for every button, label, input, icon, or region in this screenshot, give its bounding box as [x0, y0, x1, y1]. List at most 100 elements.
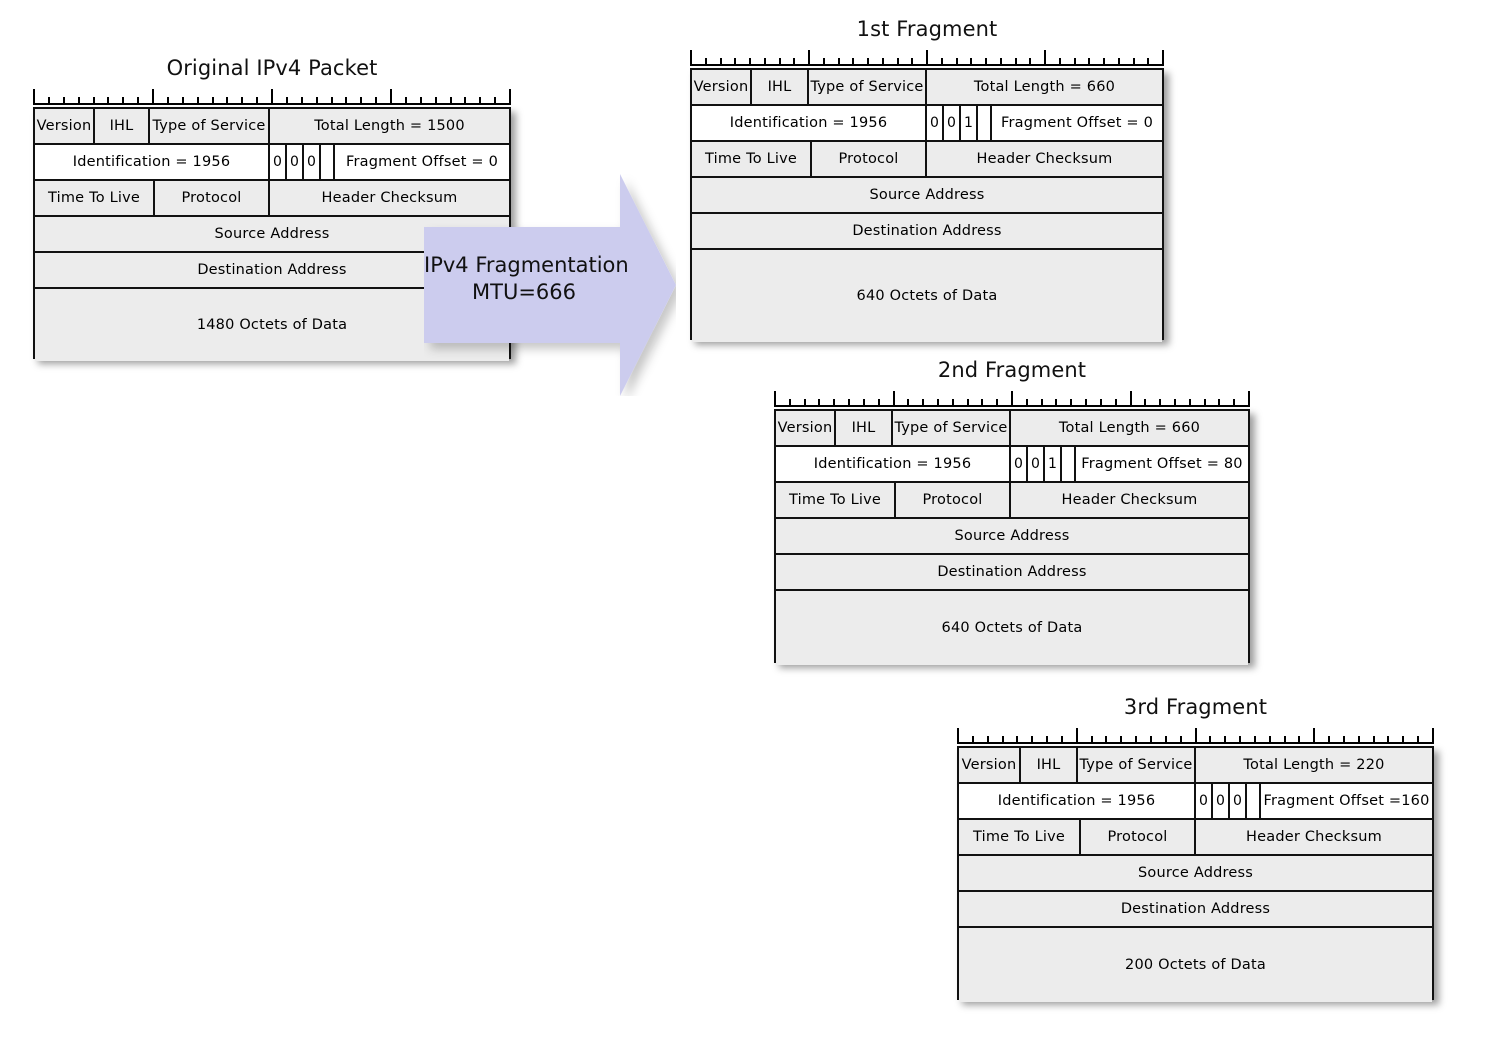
ruler-tick: [1016, 736, 1018, 744]
ruler-tick: [122, 97, 124, 105]
field-total-length: Total Length = 660: [973, 79, 1116, 95]
arrow-right-icon: [424, 174, 676, 396]
ruler-tick: [1218, 399, 1220, 407]
ruler-tick: [1284, 736, 1286, 744]
ruler-tick: [823, 58, 825, 66]
ruler-tick: [833, 399, 835, 407]
ruler-tick-major: [390, 89, 392, 105]
ruler-tick: [435, 97, 437, 105]
flag-spacer: [1062, 447, 1076, 481]
ruler-tick: [1002, 736, 1004, 744]
ruler-tick: [882, 58, 884, 66]
flag-reserved: 0: [270, 145, 287, 179]
ruler-tick: [848, 399, 850, 407]
field-source-address: Source Address: [214, 226, 330, 242]
ruler-tick: [1091, 736, 1093, 744]
ruler-tick: [764, 58, 766, 66]
table-row: Time To Live Protocol Header Checksum: [35, 181, 509, 217]
ruler-tick: [331, 97, 333, 105]
ruler-tick: [1147, 58, 1149, 66]
flag-more-fragments: 1: [1045, 447, 1062, 481]
field-destination-address: Destination Address: [852, 223, 1002, 239]
field-ihl: IHL: [752, 70, 809, 104]
flag-reserved: 0: [1196, 784, 1213, 818]
ruler-tick: [48, 97, 50, 105]
ruler-tick: [93, 97, 95, 105]
field-version: Version: [35, 109, 95, 143]
ruler-tick: [1180, 736, 1182, 744]
ruler-tick: [907, 399, 909, 407]
field-identification: Identification = 1956: [776, 447, 1011, 481]
ruler-tick: [1204, 399, 1206, 407]
ruler-tick: [1135, 736, 1137, 744]
table-row: Destination Address: [692, 214, 1162, 250]
ruler-tick-major: [1076, 728, 1078, 744]
field-source-address: Source Address: [954, 528, 1070, 544]
ruler-tick: [818, 399, 820, 407]
flag-more-fragments: 1: [961, 106, 978, 140]
ruler-tick: [1239, 736, 1241, 744]
ruler-tick: [78, 97, 80, 105]
ruler-tick: [1026, 399, 1028, 407]
table-row: Identification = 1956 0 0 1 Fragment Off…: [692, 106, 1162, 142]
table-row: Destination Address: [776, 555, 1248, 591]
ruler-tick: [182, 97, 184, 105]
table-row: Source Address: [959, 856, 1432, 892]
ruler-tick: [937, 399, 939, 407]
table-row: Source Address: [692, 178, 1162, 214]
ruler-tick-major: [1195, 728, 1197, 744]
ruler-tick: [464, 97, 466, 105]
bit-ruler: [957, 728, 1434, 744]
ruler-tick: [804, 399, 806, 407]
ruler-tick: [789, 399, 791, 407]
ruler-tick: [212, 97, 214, 105]
field-source-address: Source Address: [869, 187, 985, 203]
table-row: Destination Address: [959, 892, 1432, 928]
ruler-tick-major: [152, 89, 154, 105]
table-row: 640 Octets of Data: [692, 250, 1162, 342]
ruler-tick: [1417, 736, 1419, 744]
ruler-tick: [137, 97, 139, 105]
ruler-tick: [952, 399, 954, 407]
ruler-tick: [1387, 736, 1389, 744]
ruler-tick: [63, 97, 65, 105]
ruler-tick: [1029, 58, 1031, 66]
table-row: Source Address: [776, 519, 1248, 555]
ruler-tick: [981, 399, 983, 407]
field-fragment-offset: Fragment Offset =160: [1263, 793, 1430, 809]
arrow-label-line2: MTU=666: [472, 279, 576, 304]
field-fragment-offset: Fragment Offset = 0: [1000, 115, 1154, 131]
ruler-tick: [779, 58, 781, 66]
ruler-tick: [1209, 736, 1211, 744]
ruler-tick: [1254, 736, 1256, 744]
ruler-tick: [1059, 58, 1061, 66]
ruler-tick: [241, 97, 243, 105]
ruler-tick-major: [808, 50, 810, 66]
flag-dont-fragment: 0: [1028, 447, 1045, 481]
ruler-tick: [1085, 399, 1087, 407]
table-row: Time To Live Protocol Header Checksum: [776, 483, 1248, 519]
table-row: Identification = 1956 0 0 1 Fragment Off…: [776, 447, 1248, 483]
ruler-tick: [1165, 736, 1167, 744]
flag-reserved: 0: [927, 106, 944, 140]
ruler-tick: [878, 399, 880, 407]
ruler-tick: [1046, 736, 1048, 744]
page-title: Original IPv4 Packet: [166, 56, 378, 80]
ruler-tick: [1358, 736, 1360, 744]
ruler-tick: [256, 97, 258, 105]
table-row: Version IHL Type of Service Total Length…: [692, 70, 1162, 106]
ruler-tick: [167, 97, 169, 105]
ruler-tick: [838, 58, 840, 66]
ruler-tick: [1224, 736, 1226, 744]
flag-spacer: [978, 106, 992, 140]
ruler-tick-major: [893, 391, 895, 407]
ruler-tick: [1015, 58, 1017, 66]
field-time-to-live: Time To Live: [35, 181, 155, 215]
ruler-tick-major: [1313, 728, 1315, 744]
ruler-tick: [1120, 736, 1122, 744]
ruler-tick-major: [926, 50, 928, 66]
ruler-tick: [1070, 399, 1072, 407]
ruler-tick: [1041, 399, 1043, 407]
ruler-tick-major: [1044, 50, 1046, 66]
ruler-tick: [793, 58, 795, 66]
